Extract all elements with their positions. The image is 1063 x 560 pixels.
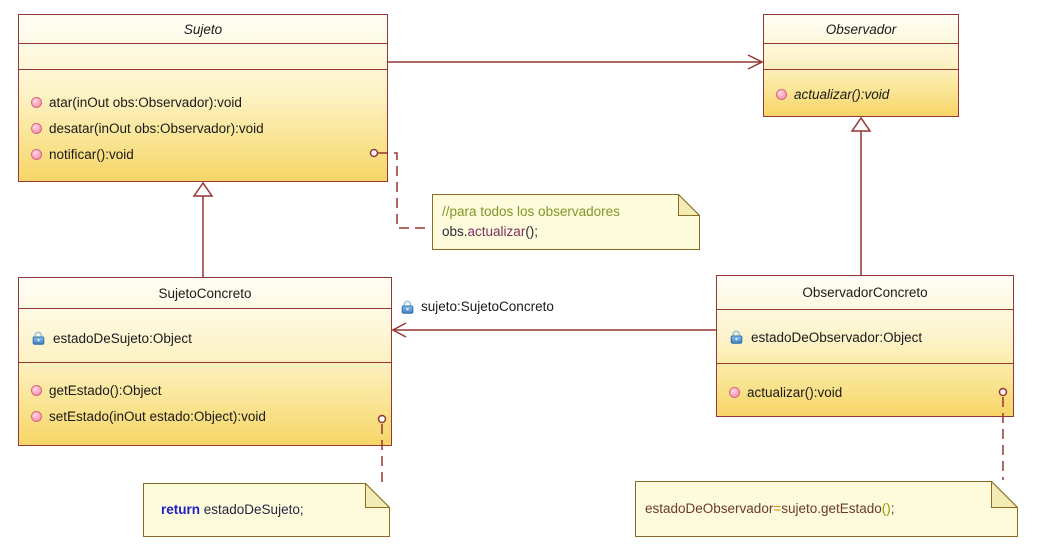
code-parens: () <box>881 501 891 516</box>
public-method-icon <box>31 410 42 422</box>
note-text: estadoDeObservador=sujeto.getEstado(); <box>635 481 1018 537</box>
open-arrowhead-icon <box>747 54 764 70</box>
note-text: //para todos los observadores obs.actual… <box>432 194 700 250</box>
method-label: desatar(inOut obs:Observador):void <box>49 120 264 136</box>
code-lhs: estadoDeObservador <box>645 501 774 516</box>
code-equals: = <box>773 501 782 516</box>
open-arrowhead-icon <box>391 322 407 338</box>
association-observadorconcreto-sujetoconcreto <box>391 322 716 338</box>
class-title: SujetoConcreto <box>19 278 391 309</box>
private-lock-icon <box>32 331 45 345</box>
class-box-observador[interactable]: Observador actualizar():void <box>763 14 959 117</box>
methods-compartment: atar(inOut obs:Observador):void desatar(… <box>19 70 387 167</box>
method-row: actualizar():void <box>717 379 1013 405</box>
public-method-icon <box>31 96 42 108</box>
attributes-compartment: estadoDeSujeto:Object <box>19 309 391 363</box>
attribute-row: estadoDeObservador:Object <box>717 325 1013 349</box>
association-sujeto-observador <box>388 54 764 70</box>
code-keyword: return <box>161 502 201 517</box>
class-title: Observador <box>764 15 958 44</box>
public-method-icon <box>776 88 787 100</box>
method-label: setEstado(inOut estado:Object):void <box>49 408 266 424</box>
private-lock-icon <box>730 330 743 344</box>
private-lock-icon <box>401 300 414 314</box>
note-return-estado[interactable]: return estadoDeSujeto; <box>143 482 391 537</box>
methods-compartment: actualizar():void <box>764 70 958 107</box>
attribute-row: estadoDeSujeto:Object <box>19 326 391 350</box>
hollow-triangle-arrowhead-icon <box>850 116 872 132</box>
attribute-label: estadoDeObservador:Object <box>751 329 923 345</box>
code-function: actualizar <box>467 224 526 239</box>
class-title: ObservadorConcreto <box>717 276 1013 310</box>
methods-compartment: actualizar():void <box>717 364 1013 405</box>
methods-compartment: getEstado():Object setEstado(inOut estad… <box>19 363 391 429</box>
note-comment-line: //para todos los observadores <box>442 204 620 219</box>
public-method-icon <box>729 386 740 398</box>
class-box-sujeto-concreto[interactable]: SujetoConcreto estadoDeSujeto:Object get… <box>18 277 392 446</box>
code-semicolon: ; <box>890 501 895 516</box>
note-fold-corner <box>365 482 391 508</box>
public-method-icon <box>31 148 42 160</box>
method-label: getEstado():Object <box>49 382 162 398</box>
generalization-sujetoconcreto-sujeto <box>192 181 214 277</box>
attributes-compartment-empty <box>19 44 387 70</box>
method-row: atar(inOut obs:Observador):void <box>19 89 387 115</box>
note-fold-corner <box>991 480 1019 508</box>
association-label-sujeto: sujeto:SujetoConcreto <box>400 299 554 314</box>
note-code-line: return estadoDeSujeto; <box>161 500 390 520</box>
code-rest: estadoDeSujeto; <box>200 502 304 517</box>
note-code-line: obs.actualizar(); <box>442 222 700 242</box>
code-object: obs. <box>442 224 468 239</box>
class-title: Sujeto <box>19 15 387 44</box>
public-method-icon <box>31 384 42 396</box>
note-fold-corner <box>678 193 701 216</box>
note-observadores[interactable]: //para todos los observadores obs.actual… <box>432 193 701 250</box>
method-label: notificar():void <box>49 146 134 162</box>
code-end: (); <box>525 224 539 239</box>
code-rhs: sujeto.getEstado <box>781 501 882 516</box>
class-box-sujeto[interactable]: Sujeto atar(inOut obs:Observador):void d… <box>18 14 388 182</box>
association-label-text: sujeto:SujetoConcreto <box>421 299 554 314</box>
note-code-line: estadoDeObservador=sujeto.getEstado(); <box>645 499 1018 519</box>
method-row: notificar():void <box>19 141 387 167</box>
note-shape <box>635 480 1019 537</box>
note-text: return estadoDeSujeto; <box>143 483 390 537</box>
method-row: getEstado():Object <box>19 377 391 403</box>
method-label: actualizar():void <box>747 384 843 400</box>
generalization-observadorconcreto-observador <box>850 116 872 275</box>
attributes-compartment: estadoDeObservador:Object <box>717 310 1013 364</box>
note-asignacion-estado[interactable]: estadoDeObservador=sujeto.getEstado(); <box>635 480 1019 537</box>
method-row: setEstado(inOut estado:Object):void <box>19 403 391 429</box>
attribute-label: estadoDeSujeto:Object <box>53 330 192 346</box>
class-box-observador-concreto[interactable]: ObservadorConcreto estadoDeObservador:Ob… <box>716 275 1014 417</box>
public-method-icon <box>31 122 42 134</box>
method-label: actualizar():void <box>794 86 890 102</box>
method-row: desatar(inOut obs:Observador):void <box>19 115 387 141</box>
hollow-triangle-arrowhead-icon <box>192 181 214 197</box>
attributes-compartment-empty <box>764 44 958 70</box>
note-shape <box>143 482 391 537</box>
method-label: atar(inOut obs:Observador):void <box>49 94 242 110</box>
note-shape <box>432 193 701 250</box>
method-row: actualizar():void <box>764 81 958 107</box>
